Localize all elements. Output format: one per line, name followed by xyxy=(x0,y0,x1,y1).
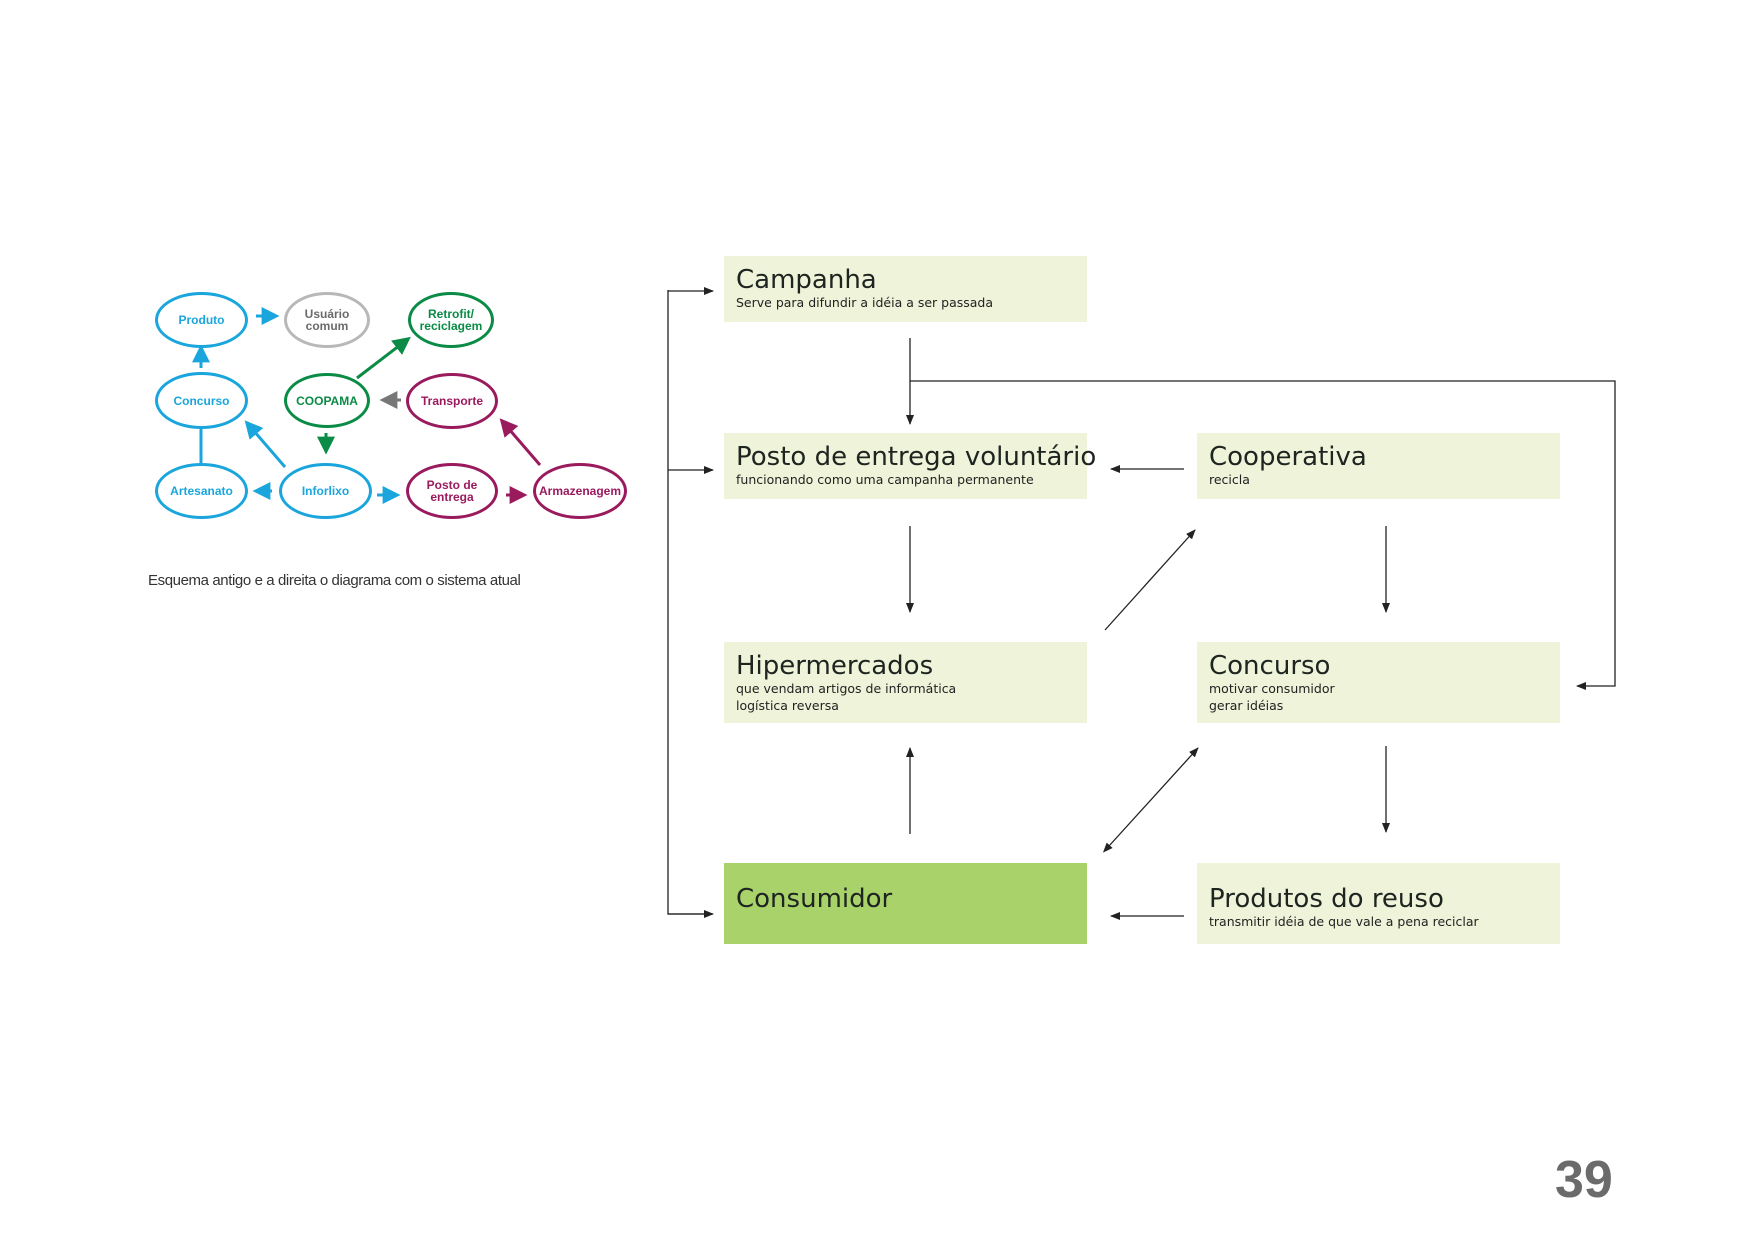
node-coopama-label: COOPAMA xyxy=(296,393,358,408)
node-armazenagem: Armazenagem xyxy=(533,463,627,519)
box-consumidor: Consumidor xyxy=(724,863,1087,944)
node-concurso: Concurso xyxy=(155,372,248,429)
box-produtos-subtitle: transmitir idéia de que vale a pena reci… xyxy=(1209,914,1479,929)
node-usuario-label-1: Usuário xyxy=(304,307,350,321)
box-produtos-title: Produtos do reuso xyxy=(1209,884,1444,914)
node-usuario-label-2: comum xyxy=(305,319,349,333)
node-armazenagem-label: Armazenagem xyxy=(538,484,622,498)
arrow-hipermercados-cooperativa xyxy=(1104,529,1196,631)
box-cooperativa-subtitle: recicla xyxy=(1209,472,1250,487)
node-artesanato-label: Artesanato xyxy=(170,484,233,498)
box-hipermercados: Hipermercados que vendam artigos de info… xyxy=(724,642,1087,723)
box-campanha: Campanha Serve para difundir a idéia a s… xyxy=(724,256,1087,322)
arrow-consumidor-concurso-bidirectional xyxy=(1102,747,1199,853)
node-transporte: Transporte xyxy=(406,373,498,429)
box-posto-subtitle: funcionando como uma campanha permanente xyxy=(736,472,1034,487)
bracket-left xyxy=(667,290,712,915)
box-hipermercados-title: Hipermercados xyxy=(736,651,934,681)
node-retrofit-label-2: reciclagem xyxy=(419,319,483,333)
box-campanha-title: Campanha xyxy=(736,265,877,295)
arrow-inforlixo-concurso xyxy=(244,420,287,468)
caption: Esquema antigo e a direita o diagrama co… xyxy=(148,572,521,589)
box-cooperativa-title: Cooperativa xyxy=(1209,442,1367,472)
node-retrofit-label-1: Retrofit/ xyxy=(428,307,474,321)
box-consumidor-title: Consumidor xyxy=(736,884,893,914)
box-concurso-title: Concurso xyxy=(1209,651,1331,681)
node-usuario-comum: Usuário comum xyxy=(284,292,370,348)
node-posto-label-2: entrega xyxy=(430,490,474,504)
node-produto-label: Produto xyxy=(178,313,225,327)
box-concurso: Concurso motivar consumidor gerar idéias xyxy=(1197,642,1560,723)
system-arrows xyxy=(667,287,1616,920)
old-scheme-arrows xyxy=(192,307,542,504)
node-posto-entrega: Posto de entrega xyxy=(406,463,498,519)
box-posto-title: Posto de entrega voluntário xyxy=(736,442,1097,472)
node-produto: Produto xyxy=(155,292,248,348)
box-cooperativa: Cooperativa recicla xyxy=(1197,433,1560,499)
node-inforlixo-label: Inforlixo xyxy=(301,484,350,498)
node-transporte-label: Transporte xyxy=(420,394,483,408)
node-posto-label-1: Posto de xyxy=(426,478,478,492)
arrow-armazenagem-transporte xyxy=(499,418,542,466)
node-retrofit: Retrofit/ reciclagem xyxy=(408,292,494,348)
box-hipermercados-subtitle-2: logística reversa xyxy=(736,698,839,713)
box-campanha-subtitle: Serve para difundir a idéia a ser passad… xyxy=(736,295,994,310)
arrow-campanha-concurso xyxy=(910,380,1616,690)
node-artesanato: Artesanato xyxy=(155,463,248,519)
arrow-coopama-retrofit xyxy=(356,336,411,380)
box-hipermercados-subtitle-1: que vendam artigos de informática xyxy=(736,681,957,696)
node-concurso-label: Concurso xyxy=(173,393,230,408)
page-number: 39 xyxy=(1555,1151,1613,1209)
box-produtos-reuso: Produtos do reuso transmitir idéia de qu… xyxy=(1197,863,1560,944)
node-inforlixo: Inforlixo xyxy=(279,463,372,519)
box-concurso-subtitle-1: motivar consumidor xyxy=(1209,681,1335,696)
node-coopama: COOPAMA xyxy=(284,373,370,428)
box-posto-entrega: Posto de entrega voluntário funcionando … xyxy=(724,433,1097,499)
box-concurso-subtitle-2: gerar idéias xyxy=(1209,698,1284,713)
